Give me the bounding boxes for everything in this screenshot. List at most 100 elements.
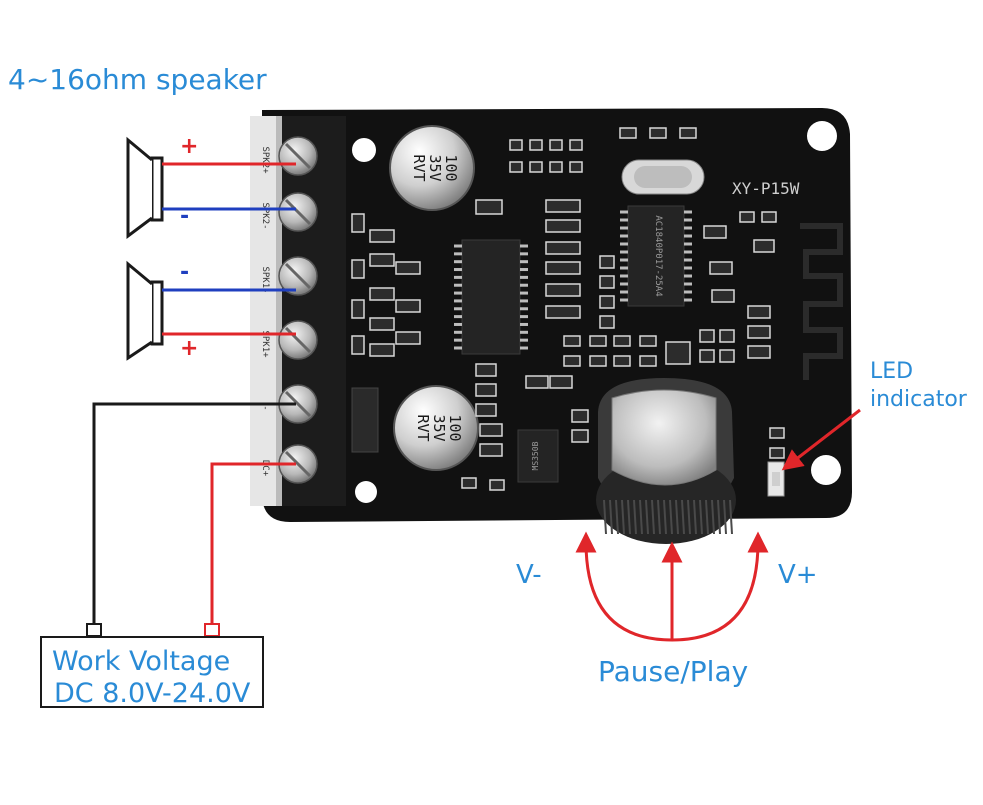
smd-component <box>529 161 543 173</box>
volume-up-label: V+ <box>778 560 818 590</box>
smd-component <box>699 329 715 343</box>
smd-component <box>545 261 581 275</box>
smd-component <box>545 219 581 233</box>
smd-component <box>351 213 365 233</box>
negative-terminal-tab <box>86 623 102 637</box>
smd-component <box>569 161 583 173</box>
smd-component <box>351 335 365 355</box>
smd-component <box>589 335 607 347</box>
power-wires <box>86 402 296 637</box>
smd-component <box>679 127 697 139</box>
mount-hole-bottom-right <box>811 455 841 485</box>
led-indicator-arrow <box>781 408 861 471</box>
terminal-screw: SPK1- <box>260 256 318 296</box>
smd-component <box>549 139 563 151</box>
smd-component <box>589 355 607 367</box>
svg-text:MS350B: MS350B <box>531 441 540 470</box>
antenna-trace <box>800 223 843 380</box>
smd-component <box>545 283 581 297</box>
capacitor-top: 10035VRVT <box>389 125 475 211</box>
smd-component <box>665 341 691 365</box>
smd-component <box>739 211 755 223</box>
smd-component <box>599 315 615 329</box>
smd-component <box>599 255 615 269</box>
pause-play-label: Pause/Play <box>598 655 749 688</box>
smd-component <box>613 335 631 347</box>
speaker-2-icon <box>126 260 164 361</box>
terminal-screw: SPK1+ <box>260 320 318 360</box>
smd-component <box>747 305 771 319</box>
smd-component <box>571 429 589 443</box>
smd-component <box>489 479 505 491</box>
smd-component <box>475 383 497 397</box>
smd-component <box>639 355 657 367</box>
smd-component <box>761 211 777 223</box>
smd-component <box>571 409 589 423</box>
smd-component <box>699 349 715 363</box>
smd-component <box>369 253 395 267</box>
smd-component <box>639 335 657 347</box>
diode <box>351 387 379 453</box>
capacitor-bottom: 10035VRVT <box>393 385 479 471</box>
smd-component <box>369 317 395 331</box>
smd-component <box>769 427 785 439</box>
capacitor-text: RVT <box>414 414 432 441</box>
volume-down-label: V- <box>516 560 542 590</box>
smd-component <box>479 423 503 437</box>
smd-component <box>509 161 523 173</box>
speaker-spec-title: 4~16ohm speaker <box>8 63 267 96</box>
led <box>767 461 785 497</box>
amplifier-ic <box>454 239 528 355</box>
mount-hole-bottom-left <box>355 481 377 503</box>
terminal-label: SPK2+ <box>260 146 270 174</box>
smd-component <box>395 261 421 275</box>
svg-text:10035VRVT: 10035VRVT <box>410 154 460 181</box>
terminal-label: SPK2- <box>260 202 270 229</box>
smd-component <box>563 335 581 347</box>
speaker-wires <box>162 162 296 336</box>
terminal-label: SPK1- <box>260 266 270 293</box>
smd-component <box>475 403 497 417</box>
smd-component <box>747 325 771 339</box>
smd-component <box>753 239 775 253</box>
smd-component <box>369 229 395 243</box>
smd-component <box>563 355 581 367</box>
capacitor-text: 100 <box>446 414 464 441</box>
smd-component <box>369 287 395 301</box>
terminal-label: DC+ <box>260 460 270 477</box>
speaker1-positive-sign: + <box>180 134 199 159</box>
small-chip: MS350B <box>517 429 559 483</box>
rotary-encoder <box>596 378 736 544</box>
smd-component <box>545 241 581 255</box>
smd-component <box>395 331 421 345</box>
smd-component <box>599 295 615 309</box>
smd-component <box>509 139 523 151</box>
smd-component <box>475 363 497 377</box>
terminal-label: - <box>260 405 270 410</box>
work-voltage-box: Work Voltage DC 8.0V-24.0V <box>40 636 264 709</box>
mount-hole-top-left <box>352 138 376 162</box>
smd-component <box>369 343 395 357</box>
smd-component <box>711 289 735 303</box>
work-voltage-range: DC 8.0V-24.0V <box>54 678 251 709</box>
work-voltage-title: Work Voltage <box>52 646 231 677</box>
smd-component <box>719 349 735 363</box>
smd-component <box>479 443 503 457</box>
led-indicator-label: LED indicator <box>870 359 967 412</box>
smd-component <box>709 261 733 275</box>
capacitor-text: 35V <box>430 414 448 441</box>
terminal-block <box>250 116 346 506</box>
encoder-control-arrows <box>575 531 769 642</box>
smd-component <box>769 447 785 459</box>
bluetooth-chip: AC1840P017-25A4 <box>620 205 692 307</box>
capacitor-text: 35V <box>426 154 444 181</box>
smd-component <box>649 127 667 139</box>
smd-component <box>525 375 549 389</box>
smd-component <box>529 139 543 151</box>
smd-component <box>461 477 477 489</box>
model-label: XY-P15W <box>732 179 800 198</box>
smd-component <box>549 375 573 389</box>
smd-component <box>703 225 727 239</box>
speaker-1-icon <box>126 136 164 239</box>
